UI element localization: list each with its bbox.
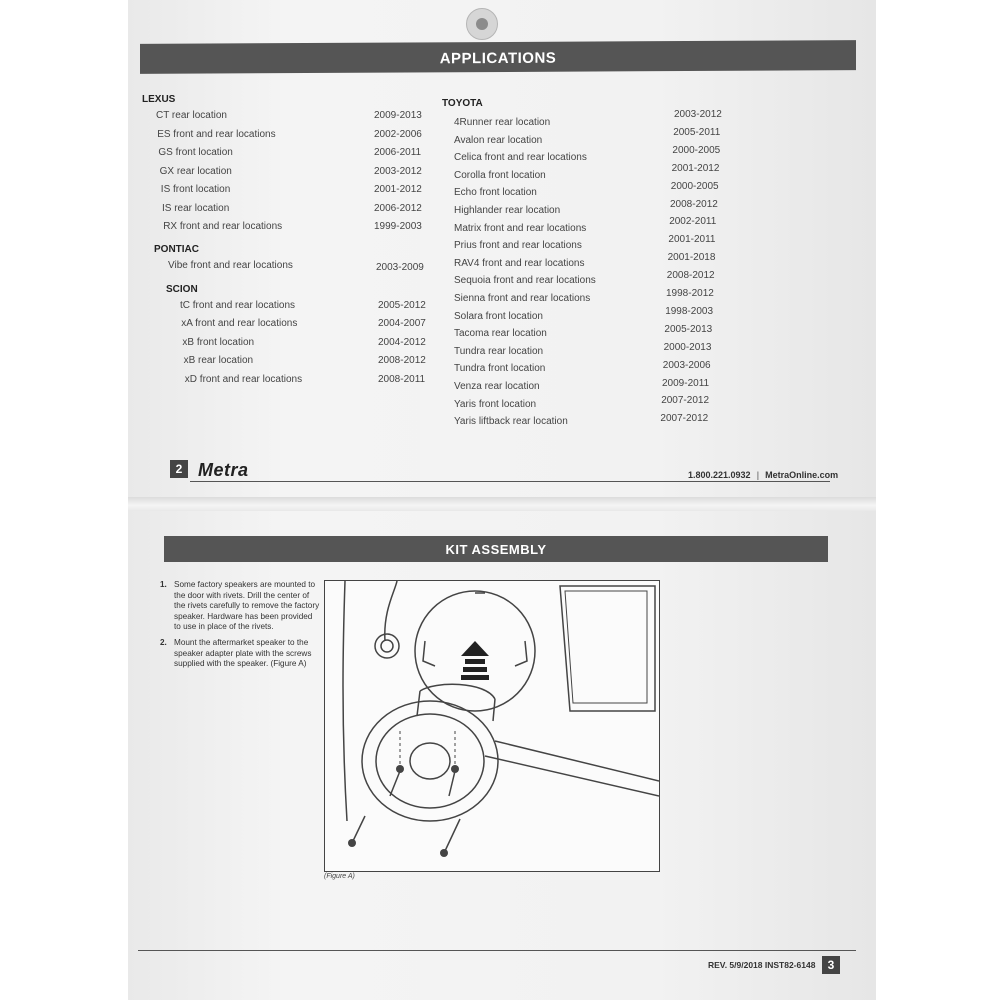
step-number: 2. xyxy=(160,637,167,647)
vehicle-location: Yaris liftback rear location xyxy=(454,416,568,428)
vehicle-location: ES front and rear locations xyxy=(157,128,276,140)
vehicle-location: RAV4 front and rear locations xyxy=(454,257,585,269)
revision-code: REV. 5/9/2018 INST82-6148 xyxy=(708,960,816,970)
vehicle-location: Matrix front and rear locations xyxy=(454,222,587,234)
vehicle-location: Tundra front location xyxy=(454,363,546,375)
vehicle-location: tC front and rear locations xyxy=(180,299,296,311)
vehicle-location: xB front location xyxy=(182,336,255,348)
model-years: 2008-2012 xyxy=(378,355,426,366)
vehicle-location: Yaris front location xyxy=(454,398,537,410)
vehicle-location: Avalon rear location xyxy=(454,134,543,146)
model-years: 2006-2012 xyxy=(374,202,422,214)
figure-caption: (Figure A) xyxy=(324,873,355,880)
vehicle-location: GS front location xyxy=(158,147,233,158)
vehicle-location: RX front and rear locations xyxy=(163,221,283,232)
kit-assembly-header: KIT ASSEMBLY xyxy=(164,536,828,562)
model-years: 2006-2011 xyxy=(374,147,422,158)
footer-divider xyxy=(190,481,830,482)
vehicle-location: Tundra rear location xyxy=(454,345,544,357)
vehicle-location: CT rear location xyxy=(156,110,227,121)
vehicle-location: Sienna front and rear locations xyxy=(454,293,591,304)
speaker-adapter-drawing xyxy=(342,580,660,857)
model-years: 2000-2013 xyxy=(663,341,712,353)
vehicle-location: IS front location xyxy=(160,184,231,195)
model-years: 1999-2003 xyxy=(374,221,422,232)
model-years: 2001-2012 xyxy=(671,162,720,174)
vehicle-location: Venza rear location xyxy=(454,381,540,392)
vehicle-location: Vibe front and rear locations xyxy=(168,259,293,271)
page-number-3: 3 xyxy=(822,956,840,974)
model-years: 2005-2012 xyxy=(378,299,426,311)
brand-heading: SCION xyxy=(166,283,198,295)
vehicle-location: Echo front location xyxy=(454,187,537,199)
model-years: 2009-2013 xyxy=(374,110,422,121)
vehicle-location: Celica front and rear locations xyxy=(454,152,587,164)
model-years: 2005-2011 xyxy=(673,126,721,138)
step-text: Mount the aftermarket speaker to the spe… xyxy=(174,637,312,669)
instruction-sheet: APPLICATIONS LEXUS CT rear location 2009-2… xyxy=(128,0,876,1000)
model-years: 1998-2012 xyxy=(666,288,714,299)
vehicle-location: 4Runner rear location xyxy=(454,117,551,128)
vehicle-location: Highlander rear location xyxy=(454,205,561,216)
vehicle-location: GX rear location xyxy=(159,165,232,177)
model-years: 2004-2012 xyxy=(378,336,426,348)
vehicle-location: xD front and rear locations xyxy=(184,373,303,385)
brand-heading: PONTIAC xyxy=(154,243,199,255)
vehicle-location: Tacoma rear location xyxy=(454,328,547,340)
applications-header: APPLICATIONS xyxy=(140,40,856,74)
brand-heading: LEXUS xyxy=(142,94,176,105)
vehicle-location: Corolla front location xyxy=(454,169,546,181)
model-years: 2009-2011 xyxy=(662,377,710,389)
model-years: 2008-2012 xyxy=(670,198,718,210)
model-years: 2003-2009 xyxy=(376,261,424,273)
model-years: 2001-2011 xyxy=(668,234,716,246)
model-years: 2000-2005 xyxy=(672,144,721,156)
brand-heading: TOYOTA xyxy=(442,98,483,109)
vehicle-location: Solara front location xyxy=(454,310,543,322)
model-years: 2002-2011 xyxy=(669,216,717,228)
model-years: 1998-2003 xyxy=(665,305,714,317)
website: MetraOnline.com xyxy=(765,470,839,480)
model-years: 2003-2012 xyxy=(374,165,422,177)
vehicle-location: xB rear location xyxy=(183,355,254,366)
model-years: 2001-2018 xyxy=(667,252,716,264)
step-1: 1. Some factory speakers are mounted to … xyxy=(160,580,320,633)
vehicle-location: xA front and rear locations xyxy=(181,318,298,329)
model-years: 2004-2007 xyxy=(378,318,426,329)
figure-a-illustration xyxy=(324,580,660,872)
step-number: 1. xyxy=(160,580,167,589)
model-years: 2002-2006 xyxy=(374,128,422,140)
punch-hole xyxy=(466,8,498,40)
phone-number: 1.800.221.0932 xyxy=(688,470,751,480)
model-years: 2007-2012 xyxy=(661,395,710,407)
model-years: 2003-2006 xyxy=(662,359,711,371)
model-years: 2003-2012 xyxy=(674,109,722,120)
model-years: 2000-2005 xyxy=(670,180,719,192)
page-number-2: 2 xyxy=(170,460,188,478)
model-years: 2005-2013 xyxy=(664,323,713,335)
assembly-steps: 1. Some factory speakers are mounted to … xyxy=(160,580,320,675)
metra-logo: Metra xyxy=(198,460,249,480)
footer-divider-bottom xyxy=(138,950,856,951)
step-2: 2. Mount the aftermarket speaker to the … xyxy=(160,638,320,670)
model-years: 2008-2011 xyxy=(378,373,426,385)
vehicle-location: Prius front and rear locations xyxy=(454,240,582,252)
paper-fold xyxy=(128,497,876,511)
contact-info: 1.800.221.0932|MetraOnline.com xyxy=(688,470,839,480)
step-text: Some factory speakers are mounted to the… xyxy=(174,580,320,632)
model-years: 2001-2012 xyxy=(374,184,422,195)
model-years: 2007-2012 xyxy=(660,413,709,425)
vehicle-location: Sequoia front and rear locations xyxy=(454,275,596,287)
vehicle-location: IS rear location xyxy=(162,202,230,214)
model-years: 2008-2012 xyxy=(666,270,715,282)
